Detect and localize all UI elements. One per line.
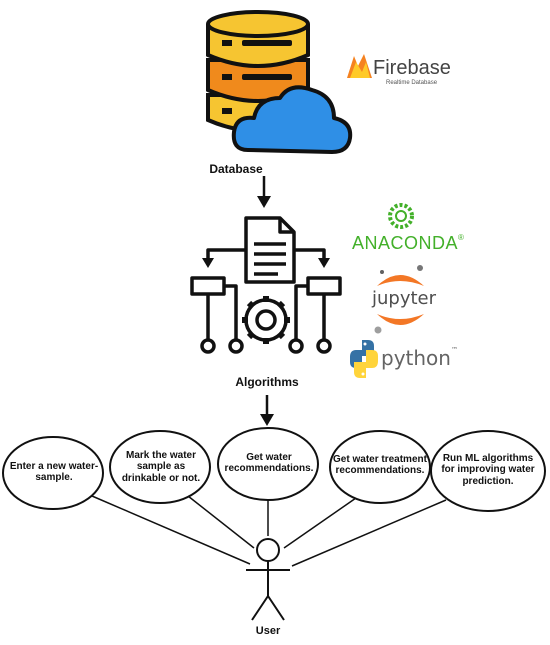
anaconda-registered-mark: ® xyxy=(458,233,465,242)
anaconda-wordmark: ANACONDA xyxy=(352,233,459,253)
arrow-database-to-algorithms xyxy=(257,176,271,208)
anaconda-name: ANACONDA® xyxy=(352,233,464,254)
jupyter-logo-icon xyxy=(374,265,424,334)
anaconda-logo-icon xyxy=(388,203,414,229)
firebase-logo-icon xyxy=(347,54,372,78)
usecase-text-1: Enter a new water-sample. xyxy=(9,460,99,484)
usecase-text-3: Get water recommendations. xyxy=(224,451,314,475)
python-name: python™ xyxy=(381,346,458,370)
cloud-icon xyxy=(231,85,353,154)
usecase-text-2: Mark the water sample as drinkable or no… xyxy=(121,449,201,484)
algorithms-label: Algorithms xyxy=(235,375,299,389)
arrow-algorithms-to-usecases xyxy=(260,395,274,426)
database-label: Database xyxy=(209,162,263,176)
algorithms-icon xyxy=(190,216,342,354)
jupyter-name: jupyter xyxy=(372,288,437,309)
firebase-tagline: Realtime Database xyxy=(386,80,438,86)
usecase-ellipse-1 xyxy=(2,436,104,510)
user-actor-icon xyxy=(246,538,290,621)
association-lines xyxy=(91,495,447,567)
python-wordmark: python xyxy=(381,346,451,370)
python-logo-icon xyxy=(350,340,378,378)
python-trademark: ™ xyxy=(450,346,458,354)
usecase-text-5: Run ML algorithms for improving water pr… xyxy=(441,452,535,487)
usecase-ellipse-4 xyxy=(329,430,431,504)
user-label: User xyxy=(255,625,281,637)
usecase-ellipse-5 xyxy=(430,430,546,512)
firebase-name: Firebase xyxy=(373,57,451,79)
usecase-ellipse-2 xyxy=(109,430,211,504)
usecase-text-4: Get water treatment recommendations. xyxy=(333,453,427,477)
